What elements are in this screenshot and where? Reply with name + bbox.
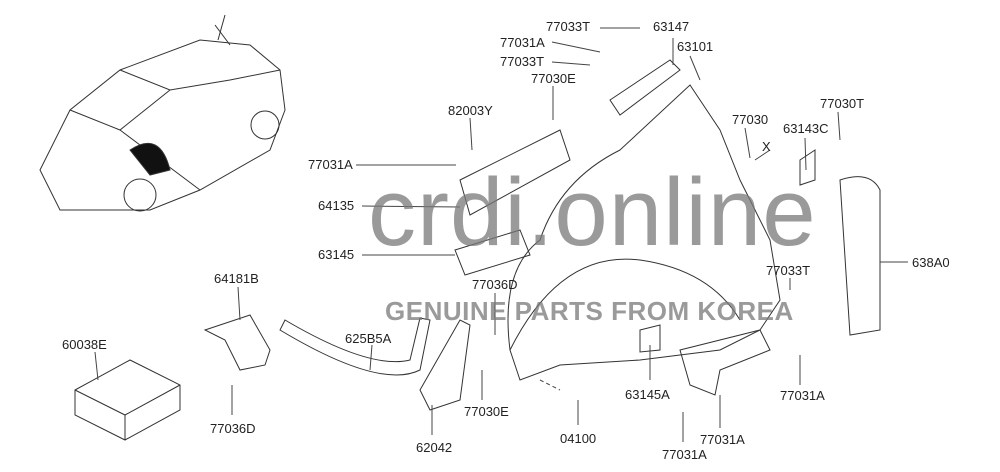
callout-label: 63145A [625, 387, 670, 402]
callout-label: 77033T [766, 263, 811, 278]
callout-label: 77036D [210, 421, 256, 436]
callout-label: 77030E [531, 71, 576, 86]
callout-label: 77033T [500, 54, 545, 69]
callout-label: 77030T [820, 96, 865, 111]
callout-label: 60038E [62, 337, 107, 352]
callout-label: 63145 [318, 247, 355, 262]
callout-label: 77031A [500, 35, 545, 50]
callout-label: 77030E [464, 404, 509, 419]
callout-label: 63101 [677, 39, 714, 54]
callout-label: 77031A [308, 157, 353, 172]
callout-label: 64181B [214, 271, 259, 286]
callout-label: 625B5A [345, 331, 392, 346]
callout-label: 77031A [662, 447, 707, 462]
callout-label: X [762, 139, 771, 154]
callout-label: 77033T [546, 19, 591, 34]
callout-label: 77031A [780, 388, 825, 403]
car-illustration [39, 14, 286, 212]
leader-lines [94, 27, 908, 442]
callout-label: 77031A [700, 432, 745, 447]
bracket-illustrations [74, 129, 816, 441]
callout-label: 77036D [472, 277, 518, 292]
callout-label: 63147 [653, 19, 690, 34]
callout-label: 638A0 [912, 255, 950, 270]
callout-label: 64135 [318, 198, 355, 213]
callout-label: 04100 [560, 431, 597, 446]
watermark-brand: crdi.online [368, 159, 817, 266]
callout-label: 82003Y [448, 103, 493, 118]
watermark-tagline: GENUINE PARTS FROM KOREA [385, 296, 794, 326]
callout-label: 62042 [416, 440, 453, 455]
fender-illustration [507, 59, 881, 381]
callout-label: 63143C [783, 121, 829, 136]
callout-label: 77030 [732, 112, 769, 127]
